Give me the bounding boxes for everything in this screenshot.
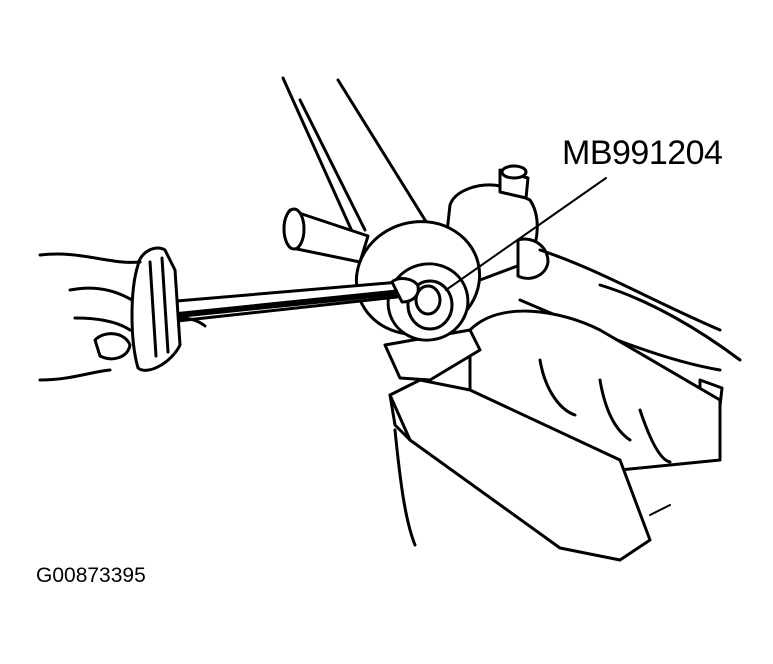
rod-cylinder (282, 207, 370, 264)
gear-box-base (388, 378, 671, 562)
t-handle-tool (130, 246, 420, 372)
tool-part-number-label: MB991204 (562, 134, 723, 172)
strut-arm (281, 76, 432, 240)
hand (38, 252, 207, 382)
figure-id-label: G00873395 (36, 564, 146, 587)
callout-leader-line (445, 177, 607, 291)
hub-bracket (383, 328, 482, 382)
